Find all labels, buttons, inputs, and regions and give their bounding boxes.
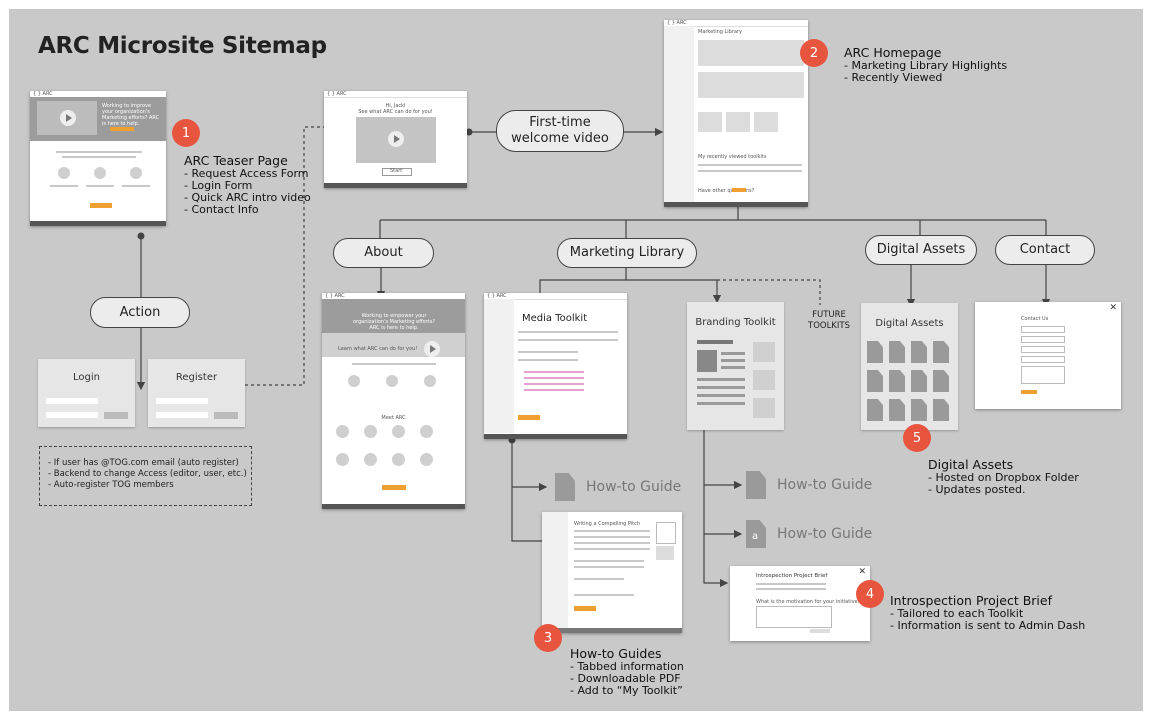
branding-toolkit-card[interactable]: Branding Toolkit <box>687 302 784 430</box>
file-icon <box>867 399 883 421</box>
file-icon <box>867 370 883 392</box>
callout-5: 5 <box>903 424 931 452</box>
media-toolkit-title: Media Toolkit <box>522 313 588 324</box>
about-page-thumbnail[interactable]: { } ARC Working to empower your organiza… <box>322 293 465 509</box>
file-icon <box>911 341 927 363</box>
callout-1: 1 <box>172 119 200 147</box>
file-icon <box>933 370 949 392</box>
meet-arc: Meet ARC <box>381 415 406 421</box>
contact-heading: Contact Us <box>1021 316 1049 322</box>
recently-viewed-heading: My recently viewed toolkits <box>698 154 767 160</box>
registration-notes: - If user has @TOG.com email (auto regis… <box>39 446 252 506</box>
digital-assets-node[interactable]: Digital Assets <box>865 235 977 265</box>
file-icon <box>933 399 949 421</box>
file-icon <box>889 341 905 363</box>
welcome-question: See what ARC can do for you! <box>358 109 433 115</box>
file-icon <box>911 370 927 392</box>
callout-3: 3 <box>534 624 562 652</box>
teaser-headline: Working to improve your organization's M… <box>102 103 160 127</box>
teaser-label: ARC Teaser Page - Request Access Form - … <box>184 153 311 216</box>
project-brief-thumbnail[interactable]: ✕ Introspection Project Brief What is th… <box>730 566 870 641</box>
marketing-library-node[interactable]: Marketing Library <box>557 238 697 268</box>
howto-heading: Writing a Compelling Pitch <box>574 521 641 527</box>
contact-node[interactable]: Contact <box>995 235 1095 265</box>
file-icon <box>933 341 949 363</box>
file-icon <box>889 399 905 421</box>
file-icon <box>889 370 905 392</box>
welcome-page-thumbnail[interactable]: { } ARC Hi, Jackl See what ARC can do fo… <box>324 91 467 188</box>
play-icon[interactable] <box>424 341 440 357</box>
project-brief-label: Introspection Project Brief - Tailored t… <box>890 593 1086 632</box>
future-toolkits-label: FUTURE TOOLKITS <box>808 310 850 331</box>
digital-assets-card[interactable]: Digital Assets <box>861 303 958 430</box>
login-card[interactable]: Login <box>38 359 135 427</box>
document-icon <box>746 471 766 499</box>
play-icon[interactable] <box>60 110 76 126</box>
file-icon <box>911 399 927 421</box>
teaser-page-thumbnail[interactable]: { } ARC Working to improve your organiza… <box>30 91 166 226</box>
document-icon <box>746 520 766 548</box>
howto-page-thumbnail[interactable]: Writing a Compelling Pitch <box>542 512 682 633</box>
teaser-logo: { } ARC <box>33 91 53 97</box>
about-question: Learn what ARC can do for you! <box>338 346 418 352</box>
callout-4: 4 <box>856 580 884 608</box>
homepage-heading: Marketing Library <box>698 29 742 35</box>
howto-guide-branding-1[interactable]: How-to Guide <box>777 477 873 493</box>
welcome-greeting: Hi, Jackl <box>385 103 406 109</box>
digital-assets-label: Digital Assets - Hosted on Dropbox Folde… <box>928 457 1079 496</box>
action-node[interactable]: Action <box>90 297 190 328</box>
start-button[interactable]: Start <box>390 168 403 174</box>
media-toolkit-thumbnail[interactable]: { } ARC Media Toolkit <box>484 293 627 439</box>
register-card[interactable]: Register <box>148 359 245 427</box>
close-icon[interactable]: ✕ <box>858 567 866 577</box>
close-icon[interactable]: ✕ <box>1109 303 1117 313</box>
about-headline: Working to empower your organization's M… <box>352 313 436 331</box>
document-letter: a <box>752 531 759 542</box>
play-icon[interactable] <box>388 131 404 147</box>
brief-heading: Introspection Project Brief <box>756 573 828 579</box>
howto-guide-branding-2[interactable]: How-to Guide <box>777 526 873 542</box>
document-icon <box>555 473 575 501</box>
more-questions: Have other questions? <box>698 188 755 194</box>
callout-2: 2 <box>800 39 828 67</box>
howto-guide-media[interactable]: How-to Guide <box>586 479 682 495</box>
homepage-label: ARC Homepage - Marketing Library Highlig… <box>844 45 1008 84</box>
contact-page-thumbnail[interactable]: ✕ Contact Us <box>975 302 1121 409</box>
file-icon <box>867 341 883 363</box>
brief-question: What is the motivation for your initiati… <box>756 599 861 605</box>
howto-label: How-to Guides - Tabbed information - Dow… <box>570 646 684 697</box>
about-node[interactable]: About <box>333 238 434 268</box>
page-title: ARC Microsite Sitemap <box>38 33 327 59</box>
homepage-thumbnail[interactable]: { } ARC Marketing Library My recently vi… <box>664 20 808 207</box>
